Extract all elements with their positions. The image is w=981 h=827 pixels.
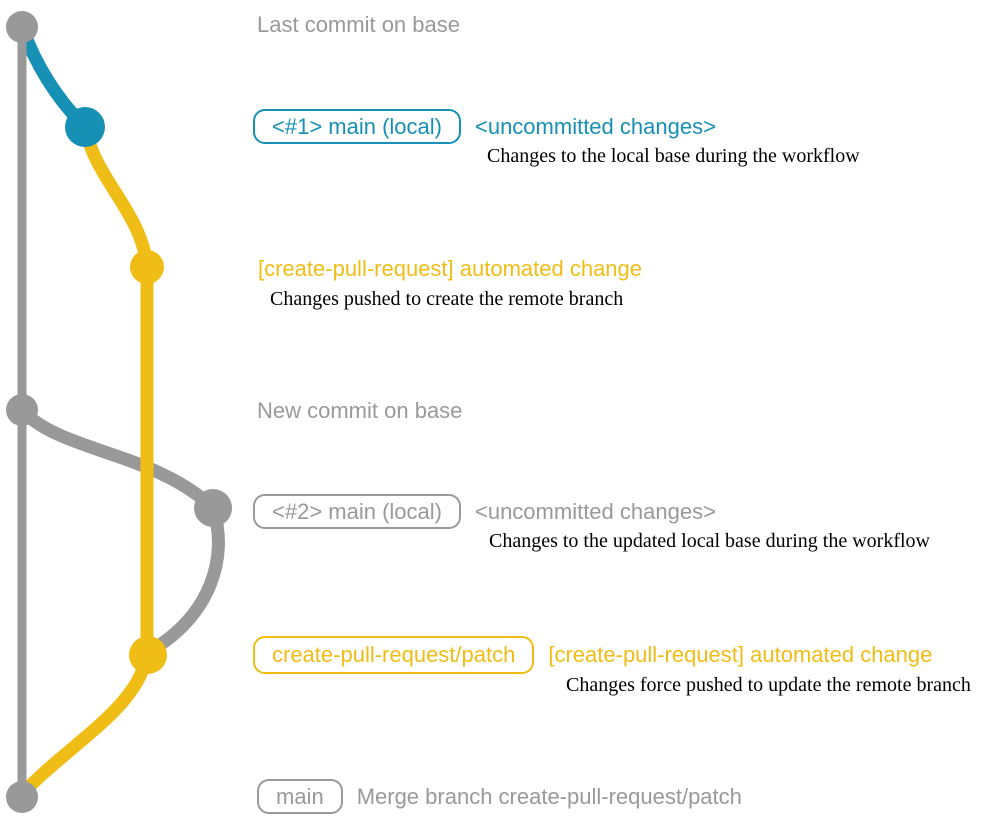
desc-changes-force-pushed: Changes force pushed to update the remot… bbox=[566, 674, 971, 696]
desc-local-base-changes: Changes to the local base during the wor… bbox=[487, 145, 860, 167]
commit-dot-merge bbox=[6, 781, 38, 813]
title-merge-branch: Merge branch create-pull-request/patch bbox=[356, 783, 742, 809]
note-new-commit-on-base: New commit on base bbox=[257, 398, 463, 423]
commit-dot-patch-1 bbox=[130, 250, 164, 284]
section-main-local-1: <#1> main (local) <uncommitted changes> bbox=[253, 109, 716, 144]
note-last-commit-on-base: Last commit on base bbox=[257, 12, 460, 37]
git-graph bbox=[6, 11, 232, 813]
section-merge: main Merge branch create-pull-request/pa… bbox=[257, 779, 742, 814]
desc-updated-local-base-changes: Changes to the updated local base during… bbox=[489, 530, 930, 552]
badge-main-local-1: <#1> main (local) bbox=[253, 109, 461, 144]
uncommitted-changes-label-2: <uncommitted changes> bbox=[474, 498, 716, 524]
commit-dot-last-base bbox=[6, 11, 38, 43]
badge-main-local-2: <#2> main (local) bbox=[253, 494, 461, 529]
section-patch-branch: create-pull-request/patch [create-pull-r… bbox=[253, 636, 932, 674]
commit-dot-patch-2 bbox=[129, 636, 167, 674]
badge-main: main bbox=[257, 779, 343, 814]
commit-dot-main-local-1 bbox=[65, 107, 105, 147]
desc-changes-pushed: Changes pushed to create the remote bran… bbox=[270, 288, 624, 310]
section-main-local-2: <#2> main (local) <uncommitted changes> bbox=[253, 494, 716, 529]
title-automated-change-2: [create-pull-request] automated change bbox=[548, 642, 933, 667]
uncommitted-changes-label-1: <uncommitted changes> bbox=[474, 113, 716, 139]
commit-dot-new-base bbox=[6, 394, 38, 426]
commit-dot-main-local-2 bbox=[194, 489, 232, 527]
badge-create-pull-request-patch: create-pull-request/patch bbox=[253, 636, 535, 674]
base-merge-curve bbox=[15, 403, 225, 657]
title-automated-change-1: [create-pull-request] automated change bbox=[258, 256, 643, 281]
